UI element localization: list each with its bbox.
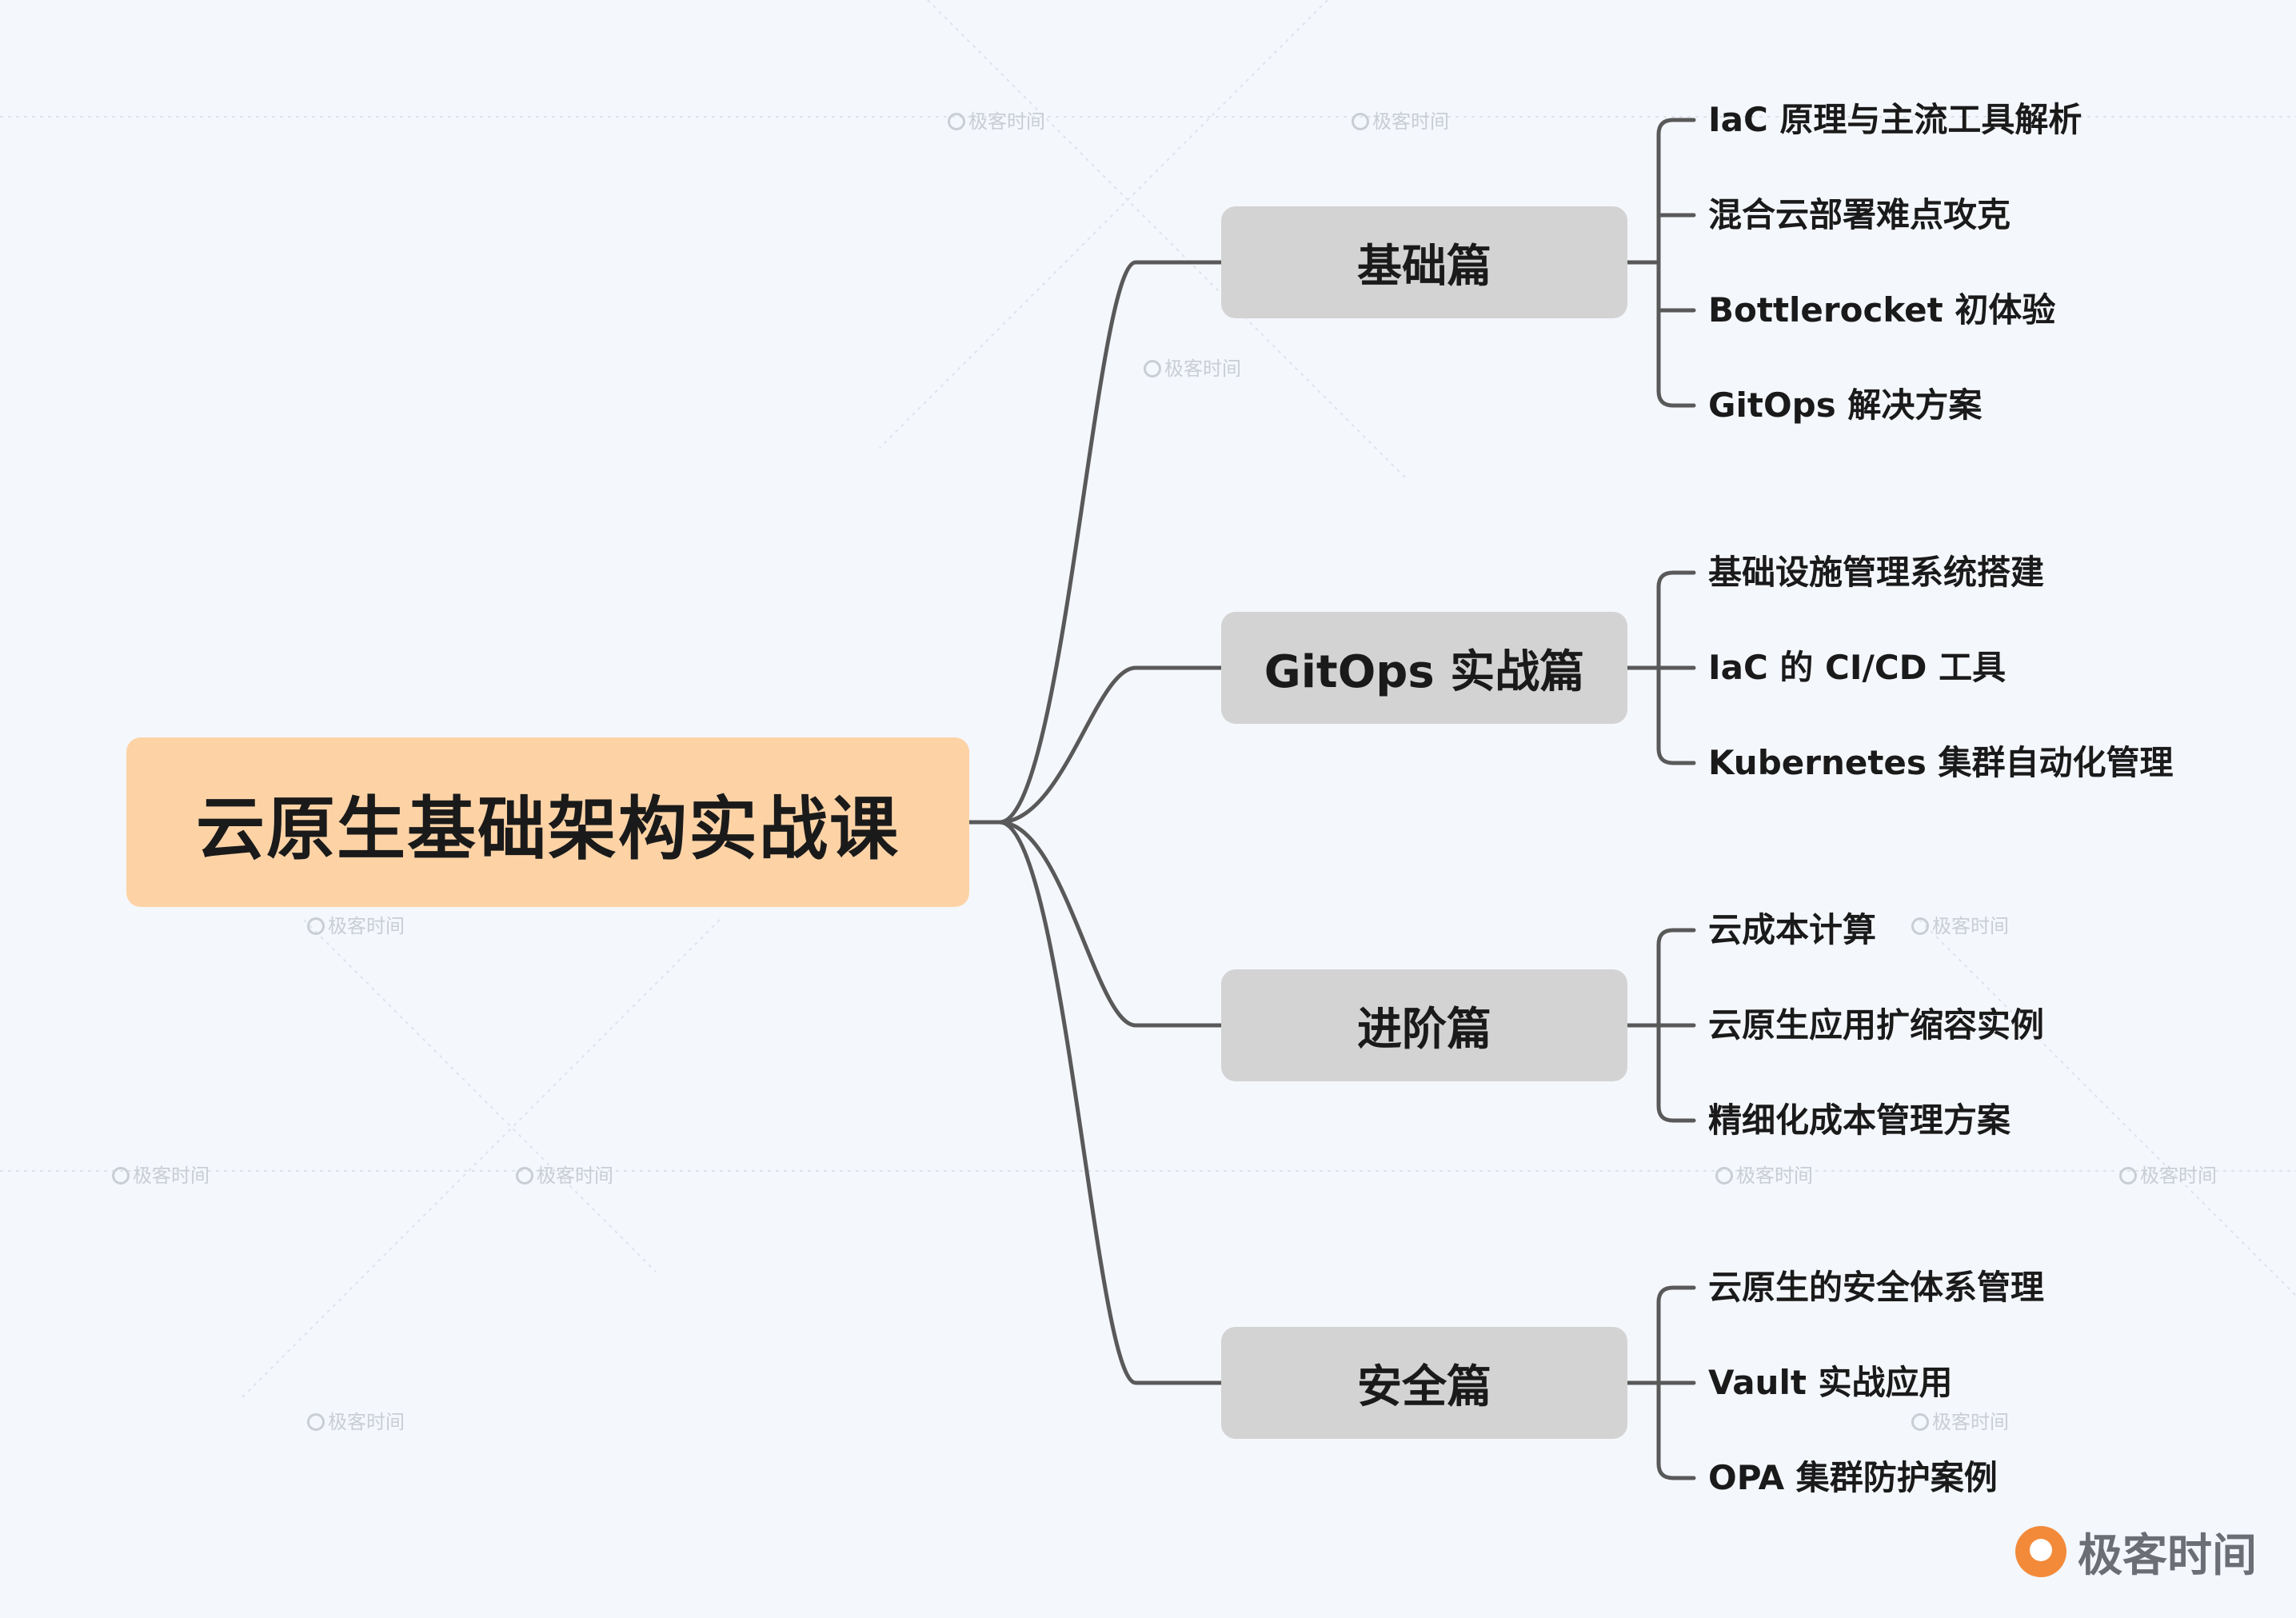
watermark: 极客时间 [1352,106,1449,134]
connector-lines [967,118,1696,1480]
watermark: 极客时间 [1144,353,1241,381]
leaf-topic[interactable]: 精细化成本管理方案 [1708,1101,2011,1140]
brand-logo-text: 极客时间 [2078,1529,2257,1582]
geektime-logo-icon [2015,1526,2066,1577]
geektime-logo-icon [1715,1167,1733,1185]
watermark: 极客时间 [1715,1160,1813,1188]
leaf-spine [1656,118,1696,408]
geektime-logo-icon [307,1413,325,1431]
brand-logo: 极客时间 [2015,1520,2257,1584]
geektime-logo-icon [112,1167,130,1185]
leaf-topic[interactable]: Bottlerocket 初体验 [1708,290,2056,330]
geektime-logo-icon [1352,113,1369,130]
leaf-topic[interactable]: 云原生的安全体系管理 [1708,1268,2045,1307]
branch-topic[interactable]: 安全篇 [1221,1327,1627,1439]
geektime-logo-icon [1911,1413,1929,1431]
watermark: 极客时间 [516,1160,613,1188]
geektime-logo-icon [516,1167,533,1185]
leaf-topic[interactable]: IaC 原理与主流工具解析 [1708,100,2082,139]
leaf-topic[interactable]: IaC 的 CI/CD 工具 [1708,648,2007,687]
geektime-logo-icon [1144,360,1161,378]
branch-topic[interactable]: GitOps 实战篇 [1221,612,1627,724]
leaf-topic[interactable]: 混合云部署难点攻克 [1708,195,2011,234]
branch-topic[interactable]: 基础篇 [1221,206,1627,318]
leaf-topic[interactable]: Vault 实战应用 [1708,1363,1953,1402]
leaf-topic[interactable]: GitOps 解决方案 [1708,386,1983,425]
root-topic[interactable]: 云原生基础架构实战课 [126,737,969,907]
leaf-topic[interactable]: OPA 集群防护案例 [1708,1458,1998,1497]
watermark: 极客时间 [948,106,1045,134]
branch-connector [997,820,1224,1028]
leaf-topic[interactable]: 基础设施管理系统搭建 [1708,553,2045,592]
geektime-logo-icon [1911,917,1929,935]
geektime-logo-icon [2119,1167,2137,1185]
watermark: 极客时间 [307,1406,405,1434]
watermark: 极客时间 [1911,910,2009,938]
watermark: 极客时间 [1911,1406,2009,1434]
leaf-topic[interactable]: 云原生应用扩缩容实例 [1708,1005,2045,1045]
branch-connector [997,665,1224,825]
watermark: 极客时间 [112,1160,210,1188]
geektime-logo-icon [948,113,965,130]
geektime-logo-icon [307,917,325,935]
branch-connector [997,260,1224,825]
leaf-topic[interactable]: Kubernetes 集群自动化管理 [1708,743,2174,782]
branch-topic[interactable]: 进阶篇 [1221,969,1627,1081]
watermark-guide-lines [0,0,2296,1400]
watermark: 极客时间 [2119,1160,2217,1188]
watermark: 极客时间 [307,910,405,938]
leaf-topic[interactable]: 云成本计算 [1708,910,1877,949]
branch-connector [997,820,1224,1385]
